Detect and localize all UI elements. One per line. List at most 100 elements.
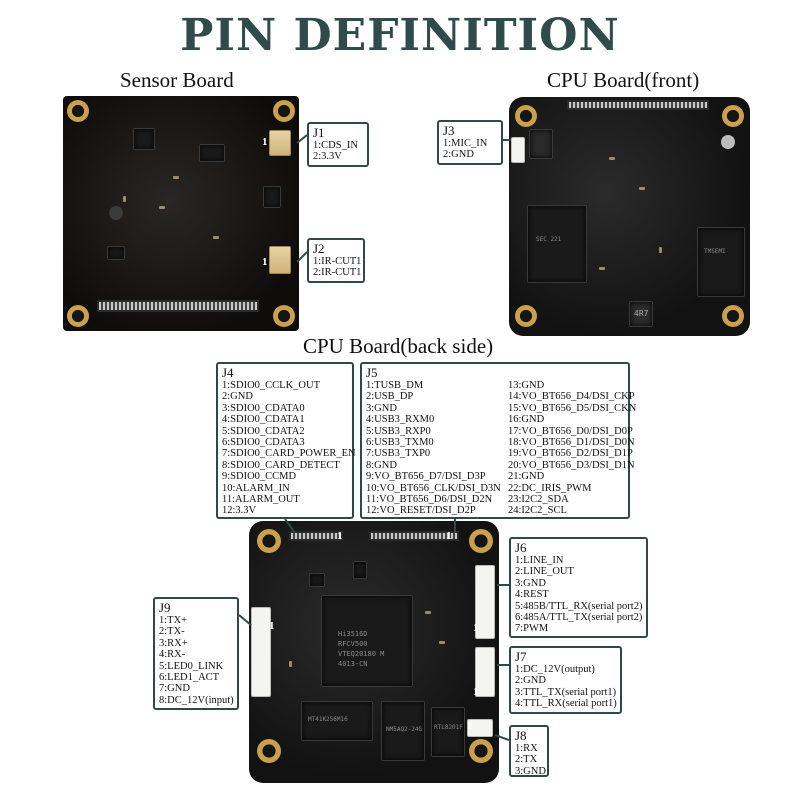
j5-left-column: 1:TUSB_DM 2:USB_DP 3:GND 4:USB3_RXM0 5:U…	[366, 380, 501, 517]
j9-pin: 5:LED0_LINK	[159, 660, 224, 672]
j2-title: J2	[313, 241, 325, 256]
chip-marking: RTL8201F	[434, 724, 463, 731]
j6-connector	[475, 565, 495, 639]
j5-pin: 17:VO_BT656_D0/DSI_D0P	[508, 425, 633, 437]
j6-callout: J6 1:LINE_IN 2:LINE_OUT 3:GND 4:REST 5:4…	[509, 537, 648, 638]
j6-pin: 7:PWM	[515, 623, 549, 635]
j4-pin: 9:SDIO0_CCMD	[222, 471, 297, 483]
mount-hole	[67, 305, 89, 327]
j5-pin: 23:I2C2_SDA	[508, 494, 569, 506]
ram-chip: NM5AQ2-24G	[381, 701, 425, 761]
j1-callout: J1 1:CDS_IN 2:3.3V	[307, 122, 369, 167]
j2-pin1-marker: 1	[262, 256, 268, 268]
chip-marking: VTEQ20180 M	[338, 650, 385, 658]
j8-pin: 1:RX	[515, 743, 538, 754]
j3-callout: J3 1:MIC_IN 2:GND	[437, 120, 503, 165]
smd-part	[639, 187, 645, 190]
j5-pin: 4:USB3_RXM0	[366, 414, 435, 426]
page-title: PIN DEFINITION	[180, 10, 620, 61]
chip-marking: RFCV500	[338, 640, 368, 648]
j3-title: J3	[443, 123, 455, 138]
j1-connector	[269, 130, 291, 156]
front-eth-chip: TMSEMI	[697, 227, 745, 297]
j8-title: J8	[515, 728, 527, 743]
j9-pin1-marker: 1	[269, 620, 275, 632]
j5-pin: 3:GND	[366, 402, 397, 414]
j5-pin: 11:VO_BT656_D6/DSI_D2N	[366, 494, 493, 506]
j5-pin: 1:TUSB_DM	[366, 380, 424, 391]
chip-marking: TMSEMI	[704, 248, 726, 255]
screw-hole	[109, 206, 123, 220]
j5-pin: 8:GND	[366, 459, 397, 471]
small-chip	[309, 573, 325, 587]
j7-connector	[475, 647, 495, 697]
j5-pin: 24:I2C2_SCL	[508, 505, 567, 517]
j1-pin1-marker: 1	[262, 136, 268, 148]
j5-right-column: 13:GND 14:VO_BT656_D4/DSI_CKP 15:VO_BT65…	[508, 380, 637, 517]
front-ram-chip: SEC 221	[527, 205, 587, 283]
j2-connector	[269, 246, 291, 274]
j5-pin: 19:VO_BT656_D2/DSI_D1P	[508, 448, 633, 460]
j9-pin: 8:DC_12V(input)	[159, 694, 234, 706]
mount-hole	[515, 305, 537, 327]
cpu-front-label: CPU Board(front)	[547, 68, 700, 92]
mount-hole	[722, 105, 744, 127]
chip-marking: 4013-CN	[338, 660, 368, 668]
j8-connector	[467, 719, 493, 737]
j7-pin: 3:TTL_TX(serial port1)	[515, 686, 617, 698]
smd-part	[173, 176, 179, 179]
j6-pin: 6:485A/TTL_TX(serial port2)	[515, 612, 643, 624]
j4-pin: 5:SDIO0_CDATA2	[222, 425, 305, 437]
j5-pin: 13:GND	[508, 380, 545, 391]
mount-hole	[273, 100, 295, 122]
j5-pin: 20:VO_BT656_D3/DSI_D1N	[508, 459, 635, 471]
j4-connector	[289, 531, 343, 541]
j8-pin: 2:TX	[515, 754, 538, 766]
smd-part	[599, 267, 605, 270]
j7-pin: 4:TTL_RX(serial port1)	[515, 698, 617, 710]
sensor-chip	[263, 186, 281, 208]
mic	[721, 135, 735, 149]
j5-pin: 14:VO_BT656_D4/DSI_CKP	[508, 391, 635, 403]
j5-connector	[369, 531, 459, 541]
mount-hole	[469, 739, 493, 763]
j5-pin: 16:GND	[508, 414, 545, 426]
j9-callout: J9 1:TX+ 2:TX- 3:RX+ 4:RX- 5:LED0_LINK 6…	[153, 597, 239, 710]
j3-pin: 2:GND	[443, 149, 474, 161]
smd-part	[425, 611, 431, 614]
j5-pin: 9:VO_BT656_D7/DSI_D3P	[366, 471, 486, 483]
j1-title: J1	[313, 125, 325, 140]
j4-pin: 7:SDIO0_CARD_POWER_EN	[222, 448, 356, 460]
j6-pin1-marker: 1	[473, 622, 479, 634]
chip-marking: 4R7	[634, 309, 649, 318]
sensor-board-label: Sensor Board	[120, 68, 234, 92]
j6-title: J6	[515, 540, 527, 555]
chip-marking: MT41K256M16	[308, 716, 348, 723]
j6-pin: 1:LINE_IN	[515, 555, 564, 566]
j4-pin: 8:SDIO0_CARD_DETECT	[222, 459, 340, 471]
j6-pin: 2:LINE_OUT	[515, 566, 574, 578]
j9-pin: 6:LED1_ACT	[159, 672, 220, 684]
mount-hole	[273, 305, 295, 327]
j5-pin: 15:VO_BT656_D5/DSI_CKN	[508, 402, 637, 414]
j4-pin: 4:SDIO0_CDATA1	[222, 414, 305, 426]
smd-part	[659, 247, 662, 253]
smd-part	[123, 196, 126, 202]
mount-hole	[257, 739, 281, 763]
soc-chip: Hi3516D RFCV500 VTEQ20180 M 4013-CN	[321, 595, 413, 687]
j9-connector	[251, 607, 271, 697]
j2-pin: 1:IR-CUT1	[313, 256, 362, 267]
j5-pin: 18:VO_BT656_D1/DSI_D0N	[508, 437, 635, 449]
j5-callout: J5 1:TUSB_DM 2:USB_DP 3:GND 4:USB3_RXM0 …	[360, 362, 636, 519]
j1-pin: 2:3.3V	[313, 151, 342, 163]
mount-hole	[67, 100, 89, 122]
j4-callout: J4 1:SDIO0_CCLK_OUT 2:GND 3:SDIO0_CDATA0…	[216, 362, 356, 519]
chip-marking: NM5AQ2-24G	[386, 726, 423, 733]
j3-connector	[511, 137, 525, 163]
smd-part	[289, 661, 292, 667]
j2-callout: J2 1:IR-CUT1 2:IR-CUT1	[307, 238, 365, 283]
j9-pin: 3:RX+	[159, 637, 188, 649]
j7-title: J7	[515, 649, 527, 664]
j5-pin: 2:USB_DP	[366, 391, 414, 403]
ribbon-connector	[97, 300, 259, 312]
